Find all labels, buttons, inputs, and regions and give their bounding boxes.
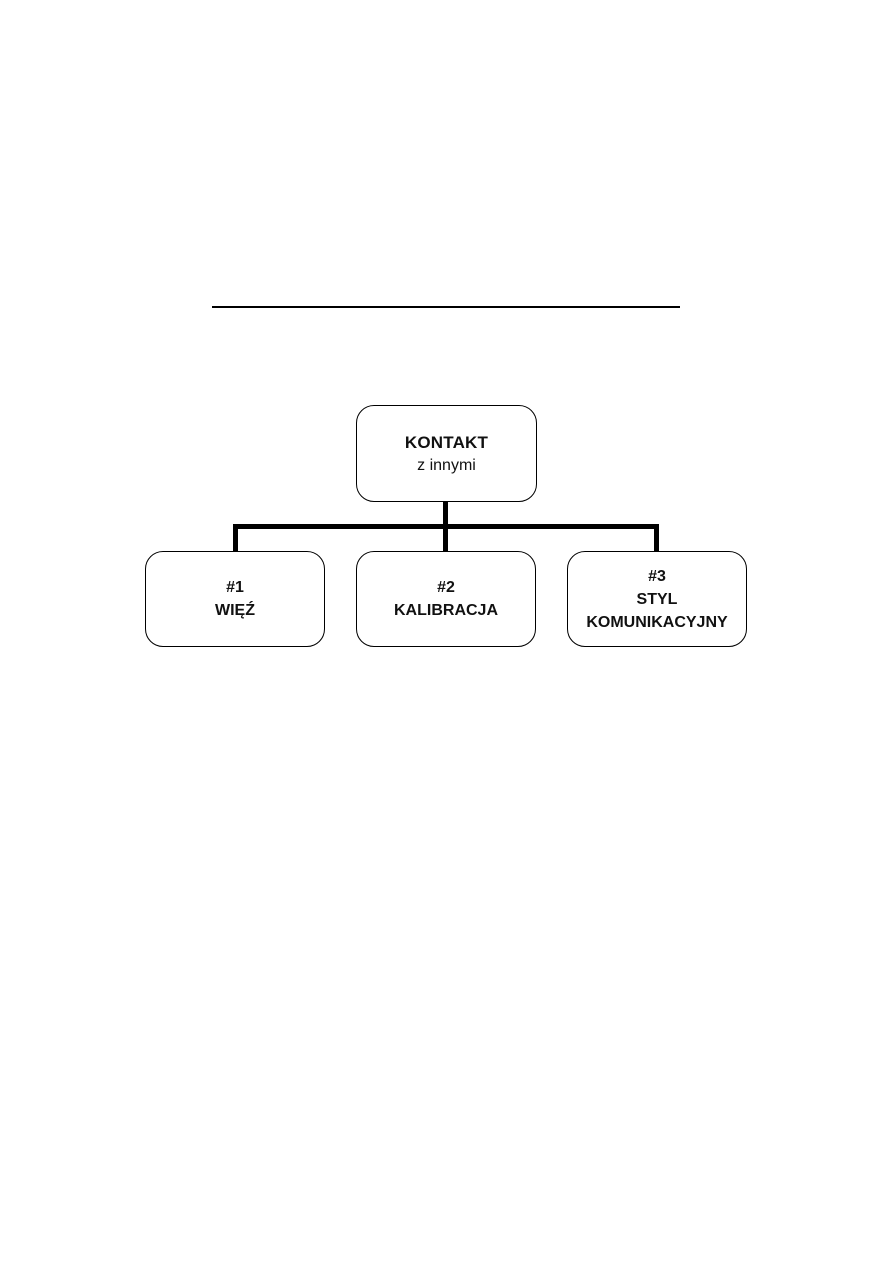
root-node: KONTAKT z innymi — [356, 405, 537, 502]
connector-left-vertical — [233, 524, 238, 551]
child-node-3: #3 STYL KOMUNIKACYJNY — [567, 551, 747, 647]
child-node-label: KALIBRACJA — [394, 602, 498, 619]
connector-right-vertical — [654, 524, 659, 551]
connector-horizontal-bar — [233, 524, 659, 529]
child-node-number: #2 — [437, 579, 455, 596]
child-node-label: STYL KOMUNIKACYJNY — [586, 590, 728, 631]
child-node-2: #2 KALIBRACJA — [356, 551, 536, 647]
child-node-label: WIĘŹ — [215, 602, 255, 619]
root-node-subtitle: z innymi — [417, 456, 476, 474]
horizontal-rule — [212, 306, 680, 308]
child-node-number: #1 — [226, 579, 244, 596]
child-node-number: #3 — [648, 567, 666, 585]
root-node-title: KONTAKT — [404, 432, 489, 452]
child-node-1: #1 WIĘŹ — [145, 551, 325, 647]
